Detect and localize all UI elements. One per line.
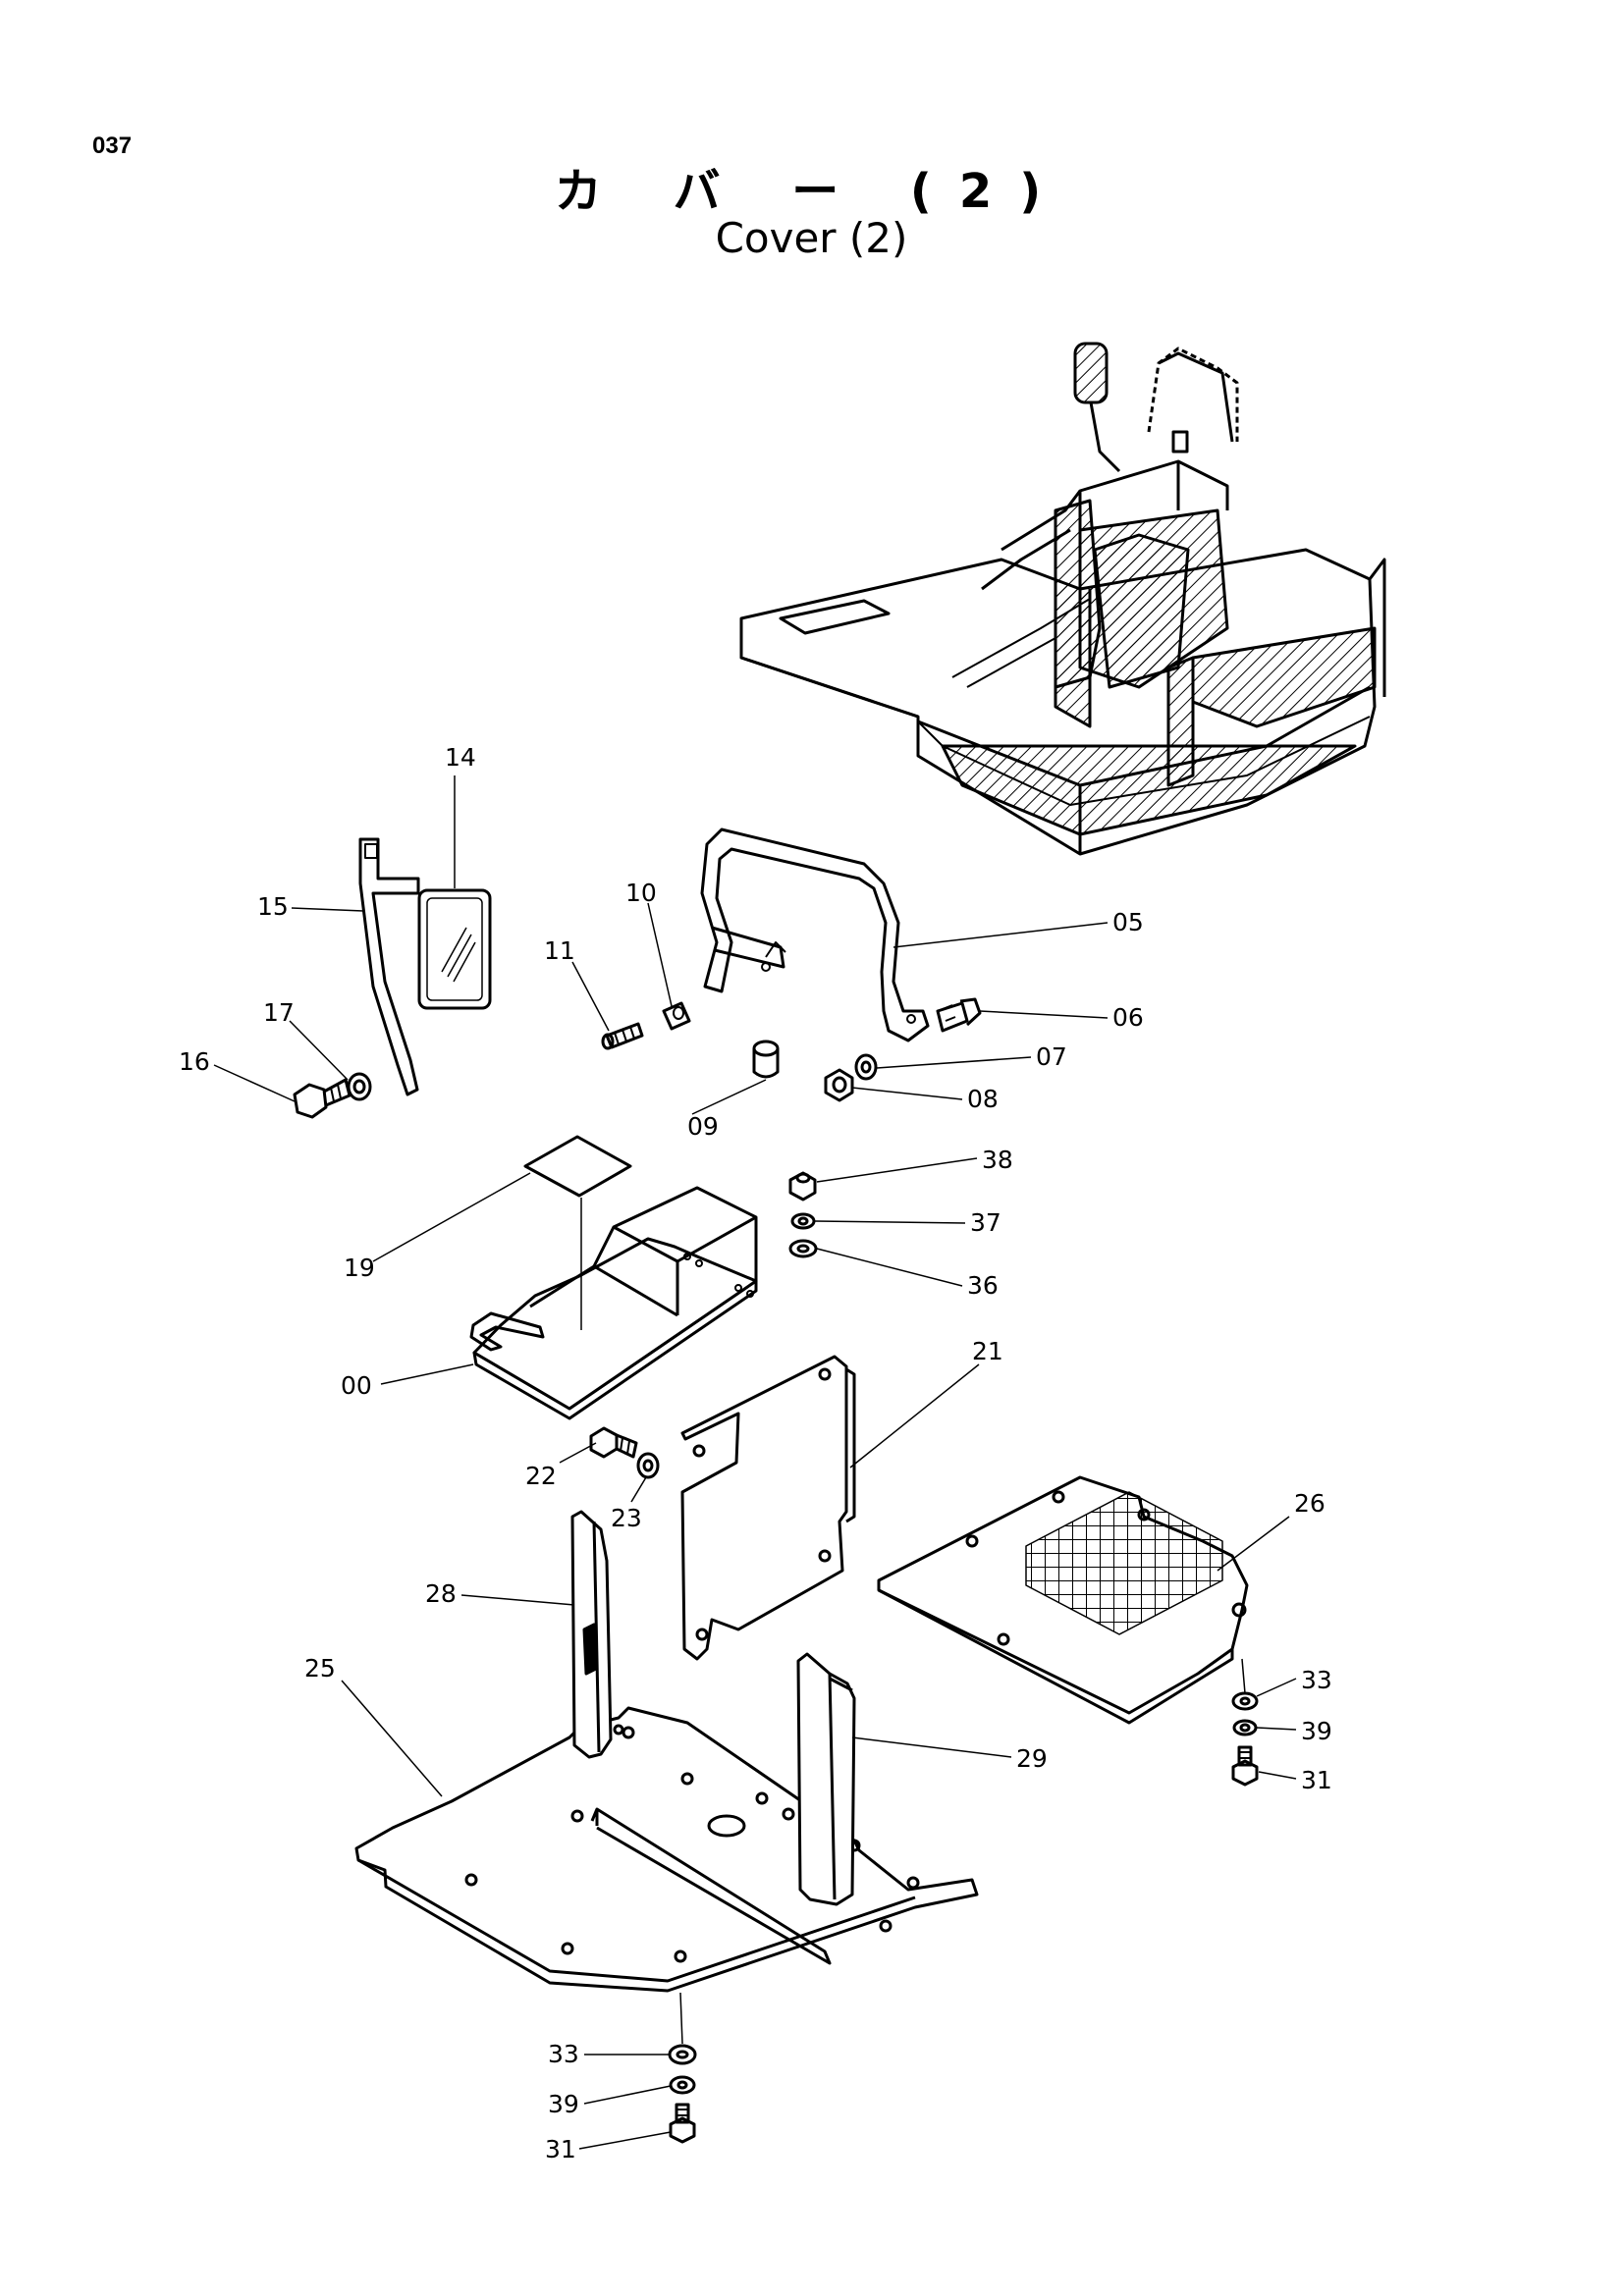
callout-06: 06: [1112, 1003, 1144, 1032]
page-number: 037: [92, 133, 133, 159]
bolt-part-06: [936, 997, 982, 1033]
bracket-part-29: [796, 1652, 856, 1906]
washer-part-07: [854, 1053, 878, 1081]
callout-08: 08: [967, 1085, 999, 1113]
bolt-part-11: [601, 1022, 644, 1050]
callout-00: 00: [341, 1371, 372, 1400]
nut-part-38: [788, 1171, 817, 1201]
callout-28: 28: [425, 1579, 457, 1608]
callout-22: 22: [525, 1462, 557, 1490]
callout-19: 19: [344, 1254, 375, 1282]
callout-21: 21: [972, 1337, 1003, 1365]
bolt-part-31-bottom: [669, 2103, 696, 2144]
bolt-part-31-right: [1231, 1745, 1259, 1787]
callout-labels: 14 15 17 16 10 11 05 06 07 08 09 38 37 3…: [179, 743, 1332, 2163]
callout-23: 23: [611, 1504, 642, 1532]
callout-36: 36: [967, 1271, 999, 1300]
lockwasher-part-39-bottom: [669, 2075, 696, 2095]
floor-cover-part-00: [469, 1186, 758, 1420]
callout-33-bottom: 33: [548, 2040, 579, 2068]
callout-10: 10: [625, 879, 657, 907]
callout-17: 17: [263, 998, 295, 1027]
callout-29: 29: [1016, 1744, 1048, 1773]
machine-overview: [739, 342, 1386, 856]
washer-part-17: [347, 1072, 372, 1101]
handrail-part-05: [700, 828, 930, 1042]
washer-part-33-bottom: [668, 2044, 697, 2065]
callout-31-right: 31: [1301, 1766, 1332, 1794]
callout-15: 15: [257, 892, 289, 921]
washer-part-23: [636, 1452, 660, 1479]
callout-39-right: 39: [1301, 1717, 1332, 1745]
callout-11: 11: [544, 936, 575, 965]
callout-09: 09: [687, 1112, 719, 1141]
callout-26: 26: [1294, 1489, 1325, 1518]
plate-part-19: [523, 1135, 632, 1198]
bolt-part-16: [293, 1078, 352, 1119]
base-plate-part-25: [354, 1706, 979, 1993]
callout-25: 25: [304, 1654, 336, 1682]
mirror-part-14: [417, 888, 492, 1010]
leader-lines: [213, 775, 1297, 2150]
callout-38: 38: [982, 1146, 1013, 1174]
title-japanese: カ バ ー (2): [554, 164, 1069, 219]
mirror-stay-part-15: [358, 837, 420, 1096]
callout-16: 16: [179, 1047, 210, 1076]
callout-14: 14: [445, 743, 476, 772]
bracket-part-28: [570, 1510, 613, 1759]
panel-part-21: [680, 1355, 856, 1661]
washer-part-37: [790, 1212, 816, 1230]
lockwasher-part-39-right: [1232, 1719, 1258, 1736]
washer-part-33-right: [1231, 1691, 1259, 1711]
mesh-cover-part-26: [877, 1475, 1249, 1725]
bolt-part-22: [589, 1426, 638, 1459]
cap-part-09: [752, 1040, 780, 1079]
callout-33-right: 33: [1301, 1666, 1332, 1694]
callout-37: 37: [970, 1208, 1001, 1237]
title-english: Cover (2): [715, 214, 908, 262]
callout-07: 07: [1036, 1042, 1067, 1071]
collar-part-10: [662, 1001, 691, 1031]
nut-part-08: [824, 1068, 854, 1102]
callout-39-bottom: 39: [548, 2090, 579, 2118]
callout-05: 05: [1112, 908, 1144, 936]
washer-part-36: [788, 1239, 818, 1258]
callout-31-bottom: 31: [545, 2135, 576, 2163]
